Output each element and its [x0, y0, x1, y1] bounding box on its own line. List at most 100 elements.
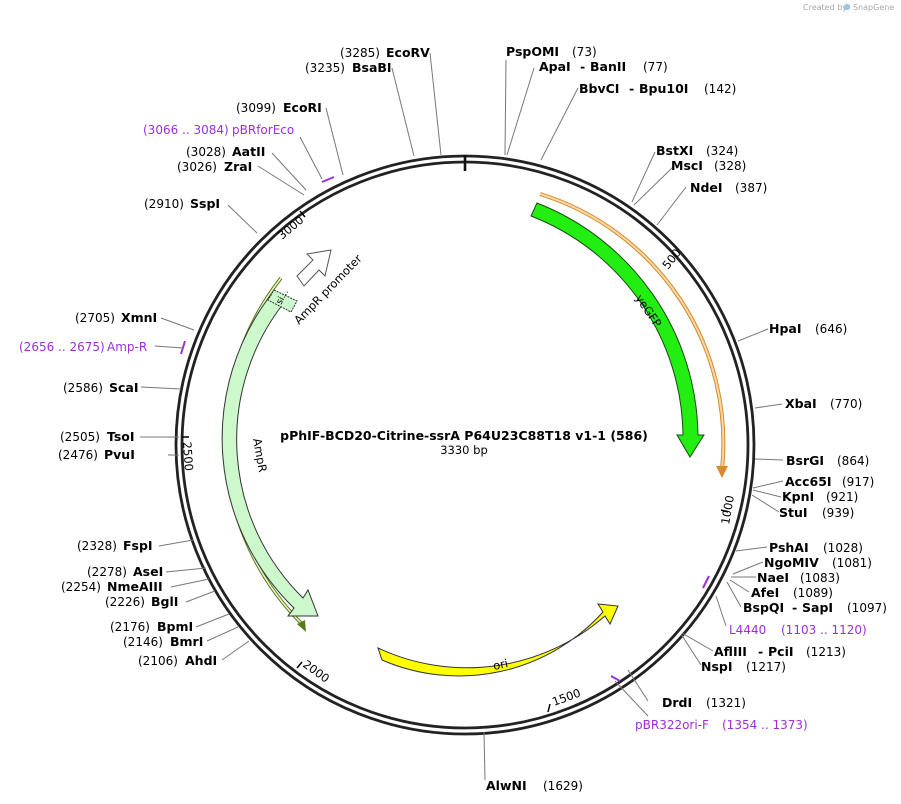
- site-aatii-pos: (3028): [186, 145, 226, 159]
- site-sspi-pos: (2910): [144, 197, 184, 211]
- leader-lines: [140, 52, 784, 781]
- site-bpmi-pos: (2176): [110, 620, 150, 634]
- site-apai-pos: (77): [643, 60, 668, 74]
- site-ecorv[interactable]: EcoRV: [386, 45, 430, 60]
- site-bbvci[interactable]: BbvCI: [579, 81, 619, 96]
- snapgene-logo-icon: [843, 3, 851, 11]
- backbone: [174, 154, 756, 736]
- tick-2000: 2000: [300, 657, 332, 686]
- tick-500: 500: [659, 246, 684, 272]
- site-ngomiv[interactable]: NgoMIV: [764, 555, 819, 570]
- site-acc65i-pos: (917): [842, 475, 874, 489]
- site-hpai[interactable]: HpaI: [769, 321, 802, 336]
- site-bpu10i[interactable]: Bpu10I: [639, 81, 688, 96]
- site-bpmi[interactable]: BpmI: [157, 619, 193, 634]
- site-nmeaiii[interactable]: NmeAIII: [107, 579, 163, 594]
- primer-pbr322ori[interactable]: pBR322ori-F: [635, 718, 709, 732]
- site-kpni[interactable]: KpnI: [782, 489, 814, 504]
- primer-ampr-range: (2656 .. 2675): [19, 340, 105, 354]
- site-xmni-pos: (2705): [75, 311, 115, 325]
- ampr-promoter-feature[interactable]: [296, 249, 332, 287]
- site-xmni[interactable]: XmnI: [121, 310, 157, 325]
- ori-feature[interactable]: [377, 603, 619, 677]
- site-apai[interactable]: ApaI: [539, 59, 571, 74]
- site-zrai[interactable]: ZraI: [224, 159, 252, 174]
- site-afliii[interactable]: AflIII: [714, 644, 747, 659]
- site-ndei[interactable]: NdeI: [690, 180, 723, 195]
- svg-text:-: -: [629, 81, 634, 96]
- brand-name: SnapGene: [853, 3, 894, 12]
- primer-labels: (3066 .. 3084) pBRforEco (2656 .. 2675) …: [19, 123, 867, 732]
- site-ahdi[interactable]: AhdI: [185, 653, 217, 668]
- site-ecori[interactable]: EcoRI: [283, 100, 322, 115]
- site-xbai-pos: (770): [830, 397, 862, 411]
- site-drdi[interactable]: DrdI: [662, 695, 692, 710]
- site-scai-pos: (2586): [63, 381, 103, 395]
- site-bstxi[interactable]: BstXI: [656, 143, 693, 158]
- ampr-feature[interactable]: [221, 295, 319, 617]
- site-stui-pos: (939): [822, 506, 854, 520]
- site-alwni-pos: (1629): [543, 779, 583, 793]
- site-afei-pos: (1089): [793, 586, 833, 600]
- site-scai[interactable]: ScaI: [109, 380, 139, 395]
- primer-pbrforeco[interactable]: pBRforEco: [232, 123, 294, 137]
- site-afliii-pos: (1213): [806, 645, 846, 659]
- site-kpni-pos: (921): [826, 490, 858, 504]
- site-tsoi-pos: (2505): [60, 430, 100, 444]
- plasmid-title: pPhIF-BCD20-Citrine-ssrA P64U23C88T18 v1…: [280, 428, 648, 443]
- primer-l4440-range: (1103 .. 1120): [781, 623, 867, 637]
- site-pshai[interactable]: PshAI: [769, 540, 809, 555]
- site-ahdi-pos: (2106): [138, 654, 178, 668]
- site-pspomi[interactable]: PspOMI: [506, 44, 559, 59]
- site-nspi[interactable]: NspI: [701, 659, 733, 674]
- site-bsabi[interactable]: BsaBI: [352, 60, 392, 75]
- site-alwni[interactable]: AlwNI: [486, 778, 527, 793]
- site-nspi-pos: (1217): [746, 660, 786, 674]
- yegfp-feature[interactable]: [530, 202, 705, 458]
- site-naei[interactable]: NaeI: [757, 570, 789, 585]
- site-ndei-pos: (387): [735, 181, 767, 195]
- site-asei[interactable]: AseI: [133, 564, 163, 579]
- site-fspi-pos: (2328): [77, 539, 117, 553]
- site-pspomi-pos: (73): [572, 45, 597, 59]
- site-pcii[interactable]: PciI: [768, 644, 794, 659]
- site-bsrgi-pos: (864): [837, 454, 869, 468]
- site-bspqi[interactable]: BspQI: [743, 600, 784, 615]
- site-ecori-pos: (3099): [236, 101, 276, 115]
- site-sapi[interactable]: SapI: [802, 600, 833, 615]
- site-pvui[interactable]: PvuI: [104, 447, 135, 462]
- tick-1000: 1000: [718, 494, 737, 525]
- site-fspi[interactable]: FspI: [123, 538, 153, 553]
- primer-ampr[interactable]: Amp-R: [107, 340, 147, 354]
- site-pshai-pos: (1028): [823, 541, 863, 555]
- site-bmri[interactable]: BmrI: [170, 634, 203, 649]
- site-nmeaiii-pos: (2254): [61, 580, 101, 594]
- site-bgli[interactable]: BglI: [151, 594, 178, 609]
- ori-label: ori: [492, 656, 510, 673]
- site-stui[interactable]: StuI: [779, 505, 808, 520]
- primer-pbrforeco-range: (3066 .. 3084): [143, 123, 229, 137]
- site-bsrgi[interactable]: BsrGI: [786, 453, 824, 468]
- site-xbai[interactable]: XbaI: [785, 396, 817, 411]
- site-aatii[interactable]: AatII: [232, 144, 265, 159]
- site-afei[interactable]: AfeI: [751, 585, 779, 600]
- primer-pbr322ori-range: (1354 .. 1373): [722, 718, 808, 732]
- site-naei-pos: (1083): [800, 571, 840, 585]
- site-hpai-pos: (646): [815, 322, 847, 336]
- site-bmri-pos: (2146): [123, 635, 163, 649]
- site-ecorv-pos: (3285): [340, 46, 380, 60]
- site-pvui-pos: (2476): [58, 448, 98, 462]
- snapgene-brand: Created by SnapGene: [803, 3, 894, 12]
- site-banii[interactable]: BanII: [590, 59, 626, 74]
- site-drdi-pos: (1321): [706, 696, 746, 710]
- svg-text:-: -: [758, 644, 763, 659]
- site-sspi[interactable]: SspI: [190, 196, 220, 211]
- signal-feature[interactable]: [267, 289, 298, 313]
- site-tsoi[interactable]: TsoI: [107, 429, 135, 444]
- site-ngomiv-pos: (1081): [832, 556, 872, 570]
- site-msci[interactable]: MscI: [671, 158, 703, 173]
- site-acc65i[interactable]: Acc65I: [785, 474, 832, 489]
- tick-3000: 3000: [275, 213, 306, 243]
- primer-l4440[interactable]: L4440: [729, 623, 766, 637]
